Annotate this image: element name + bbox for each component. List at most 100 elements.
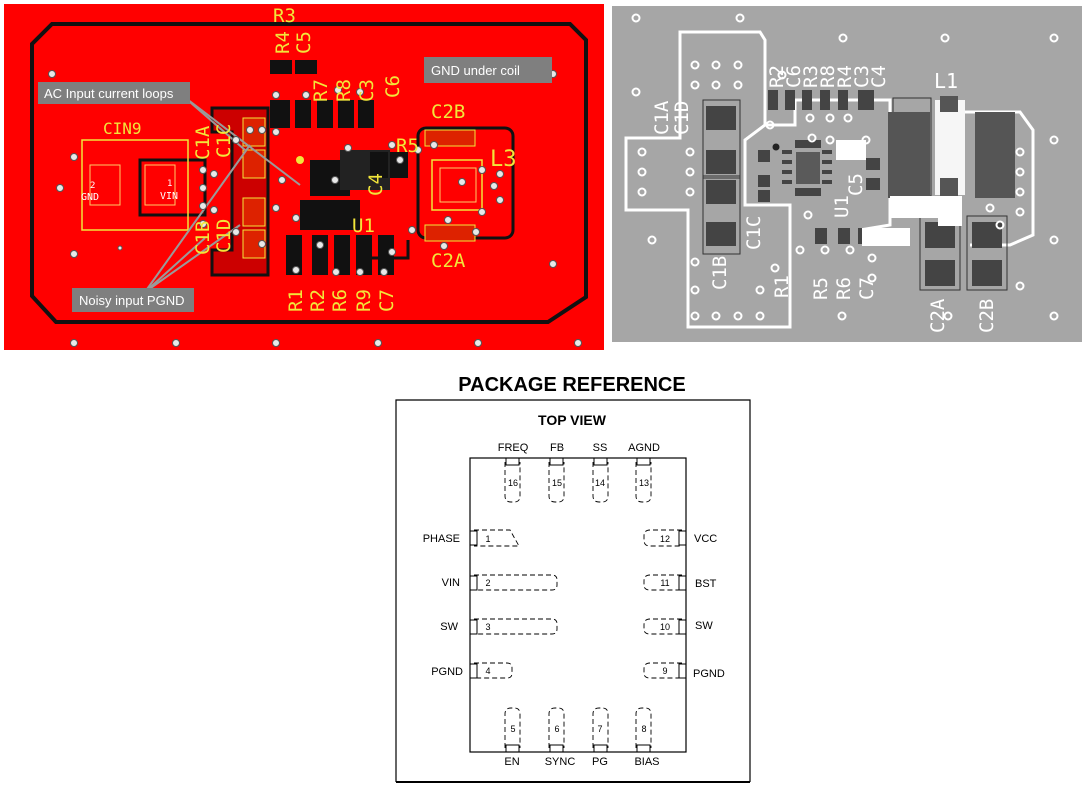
label-r-c1c: C1C: [743, 216, 765, 250]
label-c1c: C1C: [213, 124, 235, 158]
pin-5-name: EN: [504, 756, 519, 768]
pins-left: PHASE VIN SW PGND 1 2 3 4: [423, 533, 491, 678]
callout-ac-loops: AC Input current loops: [38, 82, 190, 104]
label-r-c5: C5: [845, 173, 867, 196]
label-r-c6: C6: [783, 65, 805, 88]
label-pad-2: 2: [90, 181, 95, 191]
pin-3-name: SW: [440, 621, 458, 633]
pin-16-num: 16: [508, 478, 518, 488]
pins-top: FREQ FB SS AGND 16 15 14 13: [498, 442, 660, 488]
pin-7-name: PG: [592, 756, 608, 768]
label-r-r3: R3: [800, 65, 822, 88]
label-r-r6: R6: [833, 277, 855, 300]
label-r-c4: C4: [868, 65, 890, 88]
label-gnd: GND: [81, 192, 99, 203]
label-r-l1: L1: [934, 69, 958, 93]
pin-16-name: FREQ: [498, 442, 529, 454]
label-r-u1: U1: [831, 195, 853, 218]
label-c5: C5: [293, 31, 315, 54]
label-r-c3: C3: [851, 65, 873, 88]
label-r4: R4: [272, 31, 294, 54]
pin-13-num: 13: [639, 478, 649, 488]
pin-10-name: SW: [695, 620, 713, 632]
callout-noisy-pgnd: Noisy input PGND: [72, 288, 194, 312]
pin-15-name: FB: [550, 442, 564, 454]
pin-9-num: 9: [662, 666, 667, 676]
pin-1-name: PHASE: [423, 533, 460, 545]
left-silkscreen: R3 R4 C5 R7 R8 C3 C6 R5 C4 C2B L3 C2A U1…: [192, 5, 517, 312]
label-u1: U1: [352, 215, 375, 237]
label-c1b: C1B: [192, 221, 214, 255]
pin-12-name: VCC: [694, 533, 717, 545]
board-outline: [30, 22, 588, 324]
pin-4-num: 4: [485, 666, 490, 676]
label-c3: C3: [356, 79, 378, 102]
pin-6-num: 6: [554, 724, 559, 734]
right-vias: [631, 13, 1059, 321]
label-c1a: C1A: [192, 125, 214, 160]
right-pcb: R2 C6 R3 R8 R4 C3 C4 L1 C1A C1D C5 U1 C1…: [612, 6, 1082, 342]
vias: [48, 70, 582, 347]
label-r-r4: R4: [834, 65, 856, 88]
label-r6: R6: [329, 289, 351, 312]
label-l3: L3: [490, 147, 517, 172]
pins-bottom: EN SYNC PG BIAS 5 6 7 8: [504, 724, 659, 768]
label-vin: VIN: [160, 191, 178, 202]
package-frame: [395, 399, 751, 782]
label-r3: R3: [273, 5, 296, 27]
pin-9-name: PGND: [693, 668, 725, 680]
label-r2: R2: [307, 289, 329, 312]
ic-body: [469, 457, 687, 753]
cin9-footprint: CIN9 GND VIN 2 1: [81, 119, 189, 231]
pin-14-name: SS: [593, 442, 608, 454]
pin-14-num: 14: [595, 478, 605, 488]
pin-11-num: 11: [660, 578, 669, 588]
label-cin9: CIN9: [103, 119, 142, 138]
label-r-c1b: C1B: [709, 256, 731, 290]
right-pads: [706, 90, 1002, 286]
pin-tabs: [469, 457, 687, 753]
pin-5-num: 5: [510, 724, 515, 734]
pin-10-num: 10: [660, 622, 670, 632]
callout-leaders: [144, 95, 301, 293]
label-r-r5: R5: [810, 277, 832, 300]
callout-gnd-coil: GND under coil: [424, 57, 552, 83]
pin-2-num: 2: [485, 578, 490, 588]
right-copper-pours: [836, 140, 962, 246]
exposed-pads: [474, 462, 682, 748]
pin-6-name: SYNC: [545, 756, 576, 768]
svg-text:GND under coil: GND under coil: [431, 63, 520, 78]
label-r8: R8: [333, 79, 355, 102]
pins-right: VCC BST SW PGND 12 11 10 9: [660, 533, 725, 680]
l1-footprint: [888, 96, 1015, 198]
label-r-c2a: C2A: [927, 298, 949, 333]
pin-7-num: 7: [597, 724, 602, 734]
pin-13-name: AGND: [628, 442, 660, 454]
label-r9: R9: [353, 289, 375, 312]
label-c1d: C1D: [213, 219, 235, 253]
package-reference: PACKAGE REFERENCE TOP VIEW: [395, 374, 751, 783]
label-c7: C7: [376, 289, 398, 312]
svg-text:Noisy input PGND: Noisy input PGND: [79, 293, 184, 308]
label-c2a: C2A: [431, 250, 466, 272]
pin-3-num: 3: [485, 622, 490, 632]
label-r5: R5: [396, 135, 419, 157]
right-silkscreen: R2 C6 R3 R8 R4 C3 C4 L1 C1A C1D C5 U1 C1…: [651, 65, 998, 333]
pin-1-num: 1: [485, 534, 490, 544]
label-r-c7: C7: [856, 277, 878, 300]
label-c6: C6: [382, 75, 404, 98]
label-r7: R7: [310, 79, 332, 102]
pin-12-num: 12: [660, 534, 670, 544]
left-cap-pads: [242, 117, 266, 259]
pin-2-name: VIN: [442, 577, 460, 589]
label-pad-1: 1: [167, 179, 172, 189]
pin-8-num: 8: [641, 724, 646, 734]
label-r-c1d: C1D: [671, 101, 693, 135]
package-title: PACKAGE REFERENCE: [458, 374, 685, 396]
svg-text:AC Input current loops: AC Input current loops: [44, 86, 174, 101]
label-r-r8: R8: [817, 65, 839, 88]
left-pcb: CIN9 GND VIN 2 1: [4, 4, 604, 350]
l3-footprint: [424, 129, 483, 242]
package-view-label: TOP VIEW: [538, 412, 607, 428]
